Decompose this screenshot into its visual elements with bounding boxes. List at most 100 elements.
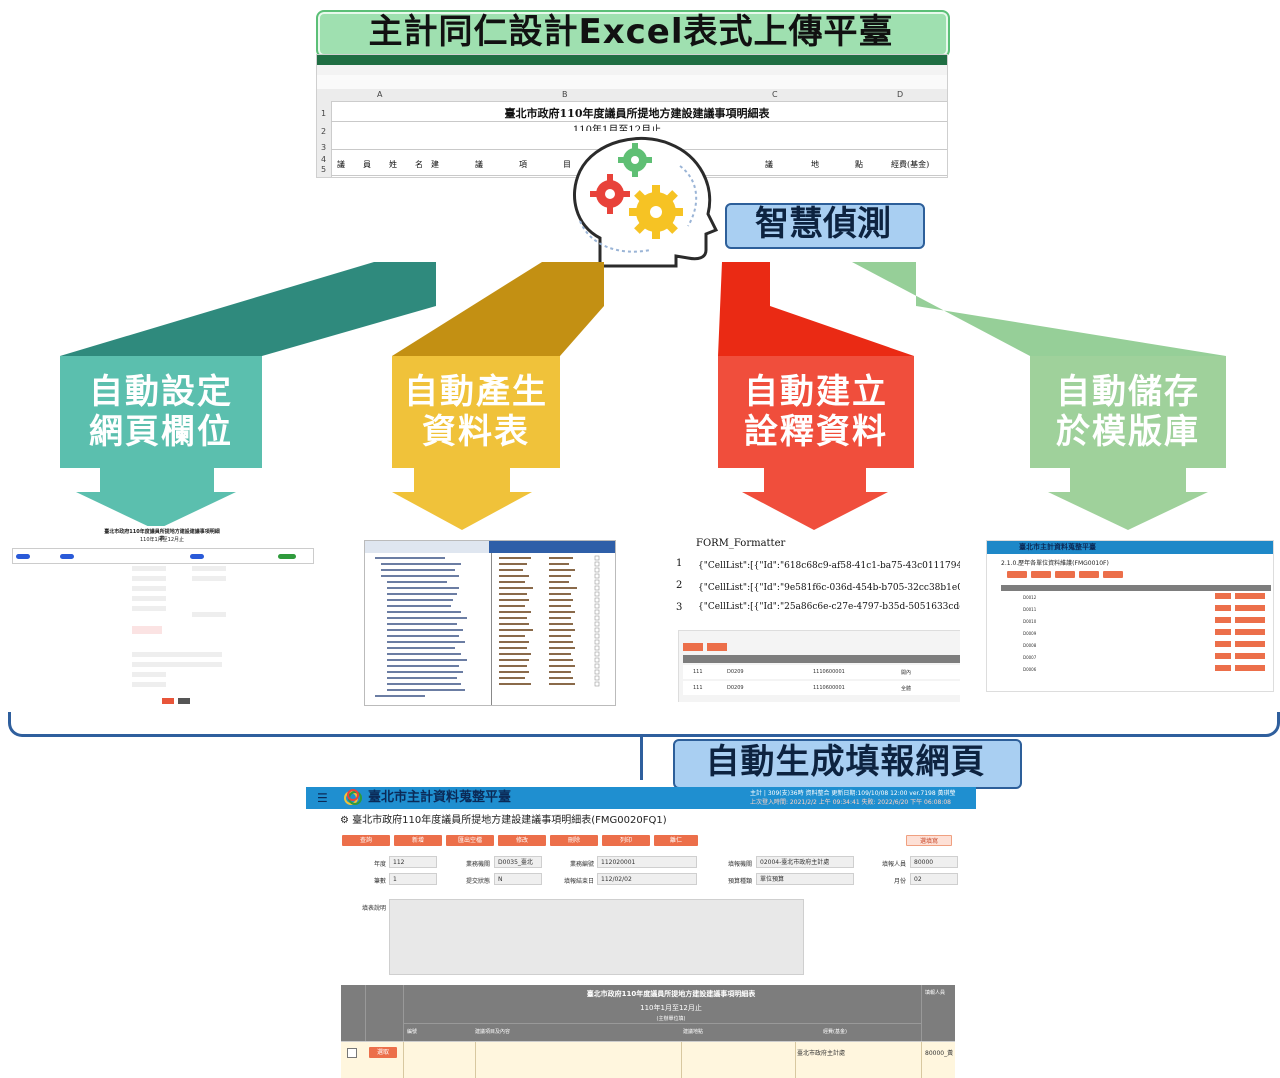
cell: 名 xyxy=(415,160,423,169)
header-info-line-2: 上次登入時間: 2021/2/2 上午 09:34:41 失敗: 2022/6/… xyxy=(750,799,952,806)
detect-badge xyxy=(725,203,925,249)
excel-sheet-title: 臺北市政府110年度議員所提地方建設建議事項明細表 xyxy=(504,107,770,120)
cell: 111 xyxy=(693,685,703,691)
excel-formula-bar xyxy=(317,75,947,90)
shot1-button xyxy=(178,698,190,704)
branch-1-line2: 網頁欄位 xyxy=(89,412,233,452)
cell: D0008 xyxy=(1023,643,1037,648)
budget-type-select[interactable]: 單位預算 xyxy=(756,873,854,885)
shot1-input xyxy=(132,672,166,677)
logo-icon xyxy=(344,789,362,805)
status-input[interactable]: N xyxy=(494,873,542,885)
delete-button[interactable]: 刪除 xyxy=(550,835,598,846)
detect-badge-label: 智慧偵測 xyxy=(755,204,891,244)
shot1-header-row xyxy=(12,548,314,564)
grid-unit: (主辦單位填) xyxy=(656,1016,686,1022)
webpage-header-info: 主計 | 309(支)36時 資料整合 更新日期:109/10/08 12:00… xyxy=(750,789,974,807)
shot1-input xyxy=(132,596,166,601)
shot3-table-header xyxy=(683,655,960,663)
field-label: 提交狀態 xyxy=(465,878,490,885)
export-button[interactable]: 匯出空檔 xyxy=(446,835,494,846)
bracket xyxy=(8,712,1280,737)
webpage-header xyxy=(306,787,976,809)
row-2: 2 xyxy=(321,127,327,136)
filer-input[interactable]: 80000 xyxy=(910,856,958,868)
shot1-tag xyxy=(190,554,204,559)
grid-date: 110年1月至12月止 xyxy=(640,1004,702,1012)
shot3-row: 111 D0209 1110600001 全體 xyxy=(683,681,960,695)
field-label: 業務機關 xyxy=(465,861,490,868)
shot2-toolbar xyxy=(365,541,489,553)
edit-button[interactable]: 修改 xyxy=(498,835,546,846)
cell: D0007 xyxy=(1023,655,1037,660)
note-textarea[interactable] xyxy=(389,899,804,975)
cell: 1110600001 xyxy=(813,685,845,691)
shot1-tag xyxy=(60,554,74,559)
col-a: A xyxy=(377,90,383,99)
branch-2-line2: 資料表 xyxy=(422,412,530,452)
header-info-line-1: 主計 | 309(支)36時 資料整合 更新日期:109/10/08 12:00… xyxy=(750,790,956,797)
metadata-screenshot: FORM_Formatter 1 {"CellList":[{"Id":"618… xyxy=(674,536,960,702)
fill-button[interactable]: 選填寫 xyxy=(906,835,952,846)
add-button[interactable]: 新增 xyxy=(394,835,442,846)
row-checkbox[interactable] xyxy=(347,1048,357,1058)
cell: 點 xyxy=(855,160,863,169)
row-4: 4 xyxy=(321,155,327,164)
query-button[interactable]: 查詢 xyxy=(342,835,390,846)
excel-ribbon xyxy=(317,55,947,65)
branch-1-label: 自動設定 網頁欄位 xyxy=(60,372,262,452)
table-row: 選取 臺北市政府主計處 80000_黃 xyxy=(341,1041,955,1078)
grid-divider xyxy=(681,1042,682,1078)
shot1-button xyxy=(162,698,174,704)
cell: D0209 xyxy=(727,685,744,691)
cell: D0009 xyxy=(1023,631,1037,636)
webpage-subtitle: ⚙ 臺北市政府110年度議員所提地方建設建議事項明細表(FMG0020FQ1) xyxy=(340,814,740,828)
grid-divider xyxy=(795,1042,796,1078)
end-date-input[interactable]: 112/02/02 xyxy=(597,873,697,885)
form-field-screenshot: 臺北市政府110年度議員所提地方建設建議事項明細表 110年1月至12月止 xyxy=(12,526,314,708)
shot3-line-no: 3 xyxy=(676,602,683,613)
field-label: 預算種類 xyxy=(727,878,752,885)
business-number-input[interactable]: 112020001 xyxy=(597,856,697,868)
leave-button[interactable]: 離仁 xyxy=(654,835,698,846)
shot1-input xyxy=(192,612,226,617)
brain-gears-icon xyxy=(572,136,719,268)
select-row-button[interactable]: 選取 xyxy=(369,1047,397,1058)
gear-icon: ⚙ xyxy=(340,815,349,826)
menu-icon[interactable]: ☰ xyxy=(317,791,328,805)
template-library-screenshot: 臺北市主計資料蒐整平臺 2.1.0.歷年各單位資料維護(FMG0010F) D0… xyxy=(986,540,1274,692)
shot1-input xyxy=(132,652,222,657)
branch-2-line1: 自動產生 xyxy=(404,372,548,412)
cell: D0209 xyxy=(727,669,744,675)
grid-col: 編號 xyxy=(407,1029,418,1035)
agency-select[interactable]: D0035_臺北 xyxy=(494,856,542,868)
shot1-input xyxy=(132,682,166,687)
shot3-line: {"CellList":[{"Id":"25a86c6e-c27e-4797-b… xyxy=(698,602,960,612)
year-input[interactable]: 112 xyxy=(389,856,437,868)
month-input[interactable]: 02 xyxy=(910,873,958,885)
shot3-line: {"CellList":[{"Id":"618c68c9-af58-41c1-b… xyxy=(698,561,960,571)
grid-col: 經費(基金) xyxy=(823,1029,847,1035)
grid-divider xyxy=(921,985,922,1041)
print-button[interactable]: 列印 xyxy=(602,835,650,846)
branch-1-line1: 自動設定 xyxy=(89,372,233,412)
cell: 議 xyxy=(765,160,773,169)
shot1-note xyxy=(132,626,162,634)
cell: 全體 xyxy=(901,686,912,692)
generate-badge xyxy=(673,739,1022,789)
excel-row-headers: 1 2 3 4 5 xyxy=(317,101,332,177)
grid-col: 建議項目及內容 xyxy=(475,1029,511,1035)
field-label: 填報人員 xyxy=(881,861,906,868)
cell: 建 xyxy=(431,160,439,169)
cell: D0011 xyxy=(1023,607,1037,612)
excel-gridline xyxy=(331,121,947,122)
branch-3-label: 自動建立 詮釋資料 xyxy=(718,372,914,452)
cell: 開內 xyxy=(901,670,912,676)
grid-column-headers: 編號 建議項目及內容 建議地點 經費(基金) xyxy=(403,1023,921,1042)
branch-4-line2: 於模版庫 xyxy=(1056,412,1200,452)
cell: 議 xyxy=(337,160,345,169)
shot1-input xyxy=(132,606,166,611)
count-input[interactable]: 1 xyxy=(389,873,437,885)
shot1-title: 臺北市政府110年度議員所提地方建設建議事項明細表 xyxy=(104,529,220,542)
filing-agency-select[interactable]: 02004-臺北市政府主計處 xyxy=(756,856,854,868)
